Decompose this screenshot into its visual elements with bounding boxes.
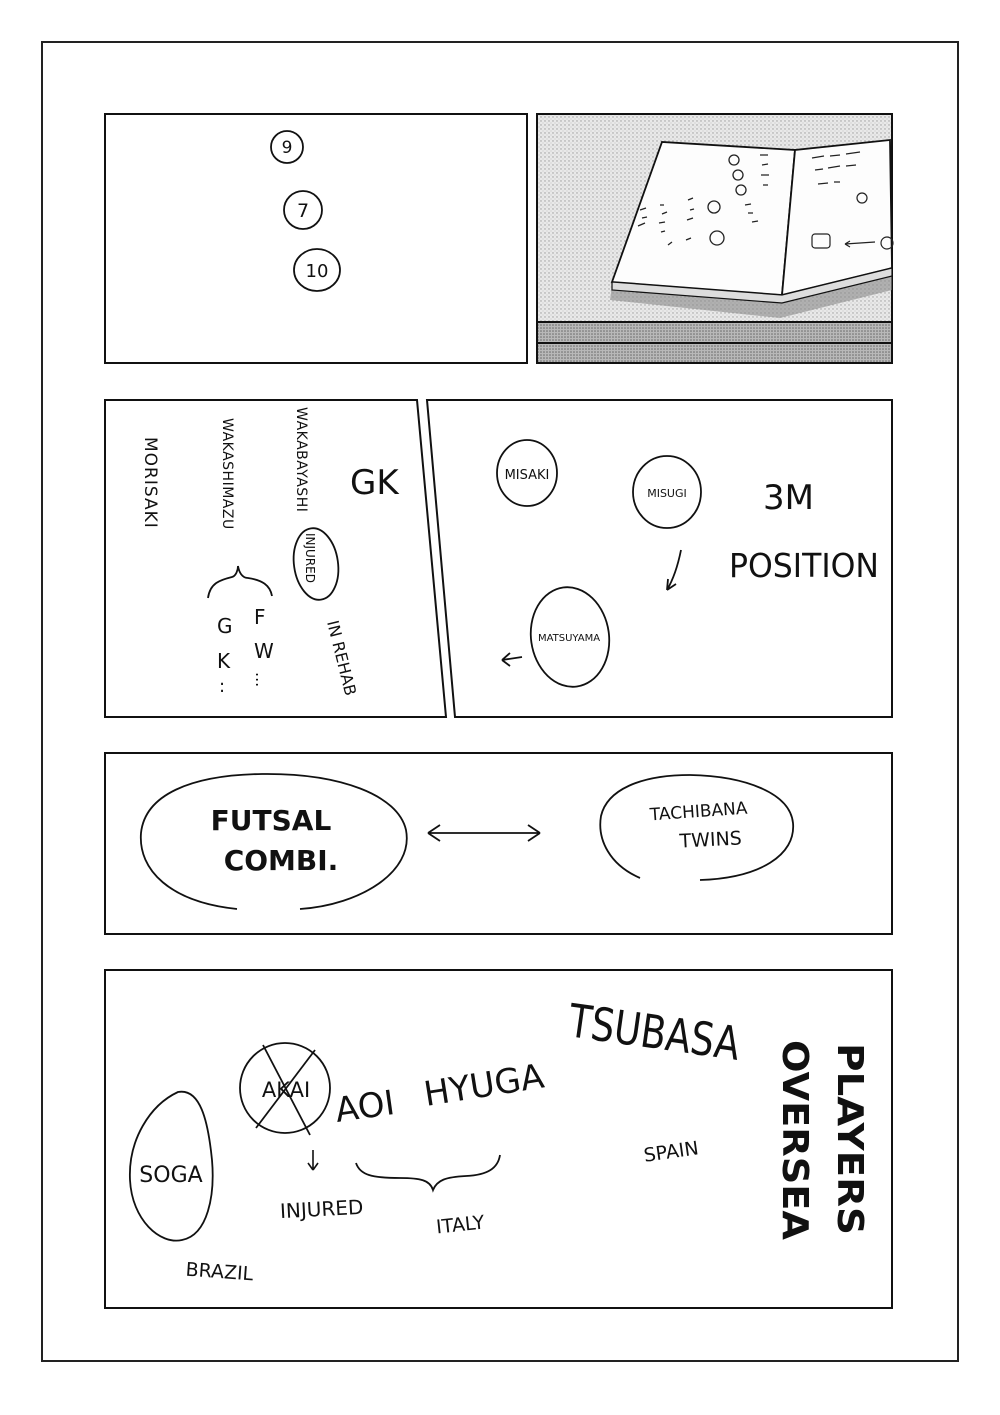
- akai-arrow: [307, 1150, 319, 1171]
- page-border: [41, 41, 959, 1362]
- number-circle-9: 9: [270, 130, 304, 164]
- fw-dots: ...: [252, 672, 271, 687]
- soga-bubble: [129, 1090, 214, 1242]
- position-label: POSITION: [729, 546, 879, 585]
- double-arrow: [427, 824, 541, 842]
- panel-numbers: 9 7 10: [104, 113, 528, 364]
- panel-notebook: [536, 113, 894, 364]
- injured-note: INJURED: [279, 1195, 363, 1223]
- fw-letter-w: W: [254, 639, 274, 663]
- three-m-label: 3M: [763, 478, 814, 518]
- italy-bracket: [355, 1154, 501, 1193]
- name-misaki: MISAKI: [505, 468, 550, 483]
- name-wakashimazu: WAKASHIMAZU: [219, 418, 235, 530]
- number-circle-10: 10: [293, 248, 341, 292]
- misugi-circle: MISUGI: [632, 455, 702, 529]
- players-label: PLAYERS: [829, 1043, 870, 1235]
- gk-letter-k: K: [217, 649, 231, 673]
- name-wakabayashi: WAKABAYASHI: [293, 407, 309, 512]
- gk-label: GK: [350, 463, 400, 503]
- fw-letter-f: F: [254, 605, 266, 629]
- name-morisaki: MORISAKI: [140, 437, 160, 529]
- oversea-label: OVERSEA: [774, 1040, 815, 1240]
- gk-letter-g: G: [217, 614, 233, 638]
- number-10: 10: [306, 261, 329, 282]
- futsal-bubble: [140, 773, 408, 910]
- tachibana-line2: TWINS: [678, 827, 742, 852]
- number-circle-7: 7: [283, 190, 323, 230]
- futsal-line2: COMBI.: [224, 844, 339, 877]
- number-7: 7: [297, 200, 309, 222]
- akai-crossed-circle: AKAI: [239, 1042, 331, 1136]
- name-aoi: AOI: [333, 1083, 397, 1131]
- misaki-circle: MISAKI: [496, 439, 558, 507]
- name-matsuyama: MATSUYAMA: [538, 633, 600, 644]
- country-italy: ITALY: [435, 1212, 486, 1239]
- panel-midfield: MISAKI MISUGI MATSUYAMA 3M POSITION: [425, 399, 893, 718]
- misugi-arrow: [666, 549, 682, 591]
- gk-colon: :: [219, 676, 225, 697]
- panel-oversea: SOGA BRAZIL AKAI INJURED AOI HYUGA ITALY…: [104, 969, 893, 1309]
- number-9: 9: [282, 138, 293, 158]
- open-notebook-illustration: [610, 139, 894, 318]
- tachibana-bubble: [599, 774, 794, 881]
- matsuyama-arrow: [501, 652, 523, 667]
- injured-label: INJURED: [303, 533, 317, 583]
- injured-circle: [292, 527, 340, 601]
- country-brazil: BRAZIL: [185, 1259, 254, 1286]
- matsuyama-circle: MATSUYAMA: [529, 586, 611, 688]
- split-bracket: [207, 565, 273, 599]
- name-akai: AKAI: [262, 1078, 310, 1102]
- futsal-line1: FUTSAL: [211, 804, 332, 837]
- name-soga: SOGA: [139, 1163, 202, 1188]
- name-misugi: MISUGI: [647, 487, 687, 500]
- panel-futsal: FUTSAL COMBI. TACHIBANA TWINS: [104, 752, 893, 935]
- panel-goalkeepers: MORISAKI WAKASHIMAZU WAKABAYASHI GK G K …: [104, 399, 448, 718]
